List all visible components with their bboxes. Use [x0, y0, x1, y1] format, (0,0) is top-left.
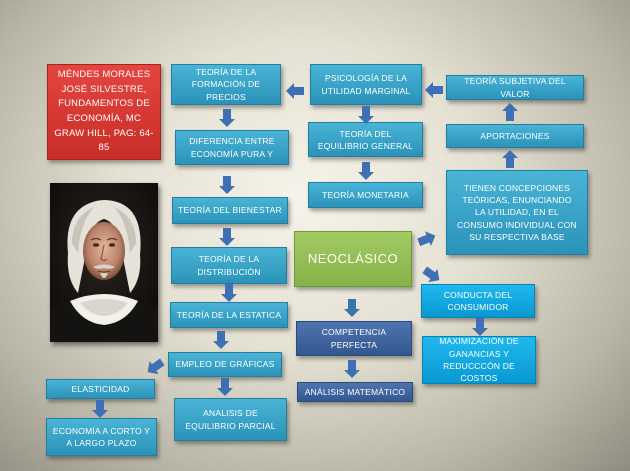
neoclasico-box: NEOCLÁSICO: [294, 231, 412, 287]
diferencia-economia-box: DIFERENCIA ENTRE ECONOMÍA PURA Y: [175, 130, 289, 165]
conducta-consumidor-box: CONDUCTA DEL CONSUMIDOR: [421, 284, 535, 318]
arrow-icon: [425, 82, 443, 98]
elasticidad-box: ELASTICIDAD: [46, 379, 155, 399]
arrow-icon: [147, 358, 165, 375]
arrow-icon: [344, 360, 360, 378]
portrait-image: [50, 183, 158, 342]
arrow-icon: [213, 331, 229, 349]
arrow-icon: [502, 103, 518, 121]
arrow-icon: [92, 400, 108, 418]
equilibrio-general-box: TEORÍA DEL EQUILIBRIO GENERAL: [308, 122, 423, 157]
teoria-bienestar-box: TEORÍA DEL BIENESTAR: [172, 197, 288, 224]
empleo-graficas-box: EMPLEO DE GRÁFICAS: [168, 352, 282, 377]
arrow-icon: [358, 162, 374, 180]
arrow-icon: [219, 228, 235, 246]
teoria-monetaria-box: TEORÍA MONETARIA: [308, 182, 423, 208]
competencia-perfecta-box: COMPETENCIA PERFECTA: [296, 321, 412, 356]
arrow-icon: [217, 378, 233, 396]
teoria-subjetiva-box: TEORÍA SUBJETIVA DEL VALOR: [446, 75, 584, 100]
arrow-icon: [422, 266, 440, 283]
arrow-icon: [358, 106, 374, 124]
analisis-matematico-box: ANÁLISIS MATEMÁTICO: [297, 382, 413, 402]
arrow-icon: [219, 109, 235, 127]
arrow-icon: [286, 83, 304, 99]
psicologia-utilidad-box: PSICOLOGÍA DE LA UTILIDAD MARGINAL: [310, 64, 422, 105]
arrow-icon: [502, 150, 518, 168]
arrow-icon: [472, 318, 488, 336]
concepciones-box: TIENEN CONCEPCIONES TEÓRICAS, ENUNCIANDO…: [446, 170, 588, 255]
maximizacion-box: MAXIMIZACIÓN DE GANANCIAS Y REDUCCCÓN DE…: [422, 336, 536, 384]
teoria-estatica-box: TEORÍA DE LA ESTATICA: [170, 302, 288, 328]
aportaciones-box: APORTACIONES: [446, 124, 584, 148]
analisis-equilibrio-box: ANALISIS DE EQUILIBRIO PARCIAL: [174, 398, 287, 441]
arrow-icon: [221, 284, 237, 302]
arrow-icon: [344, 299, 360, 317]
formacion-precios-box: TEORÍA DE LA FORMACIÓN DE PRECIOS: [171, 64, 281, 105]
reference-box: MÉNDES MORALES JOSÉ SILVESTRE, FUNDAMENT…: [47, 64, 161, 160]
teoria-distribucion-box: TEORÍA DE LA DISTRIBUCIÓN: [171, 247, 287, 284]
arrow-icon: [219, 176, 235, 194]
economia-plazo-box: ECONOMÍA A CORTO Y A LARGO PLAZO: [46, 418, 157, 456]
arrow-icon: [417, 231, 436, 247]
